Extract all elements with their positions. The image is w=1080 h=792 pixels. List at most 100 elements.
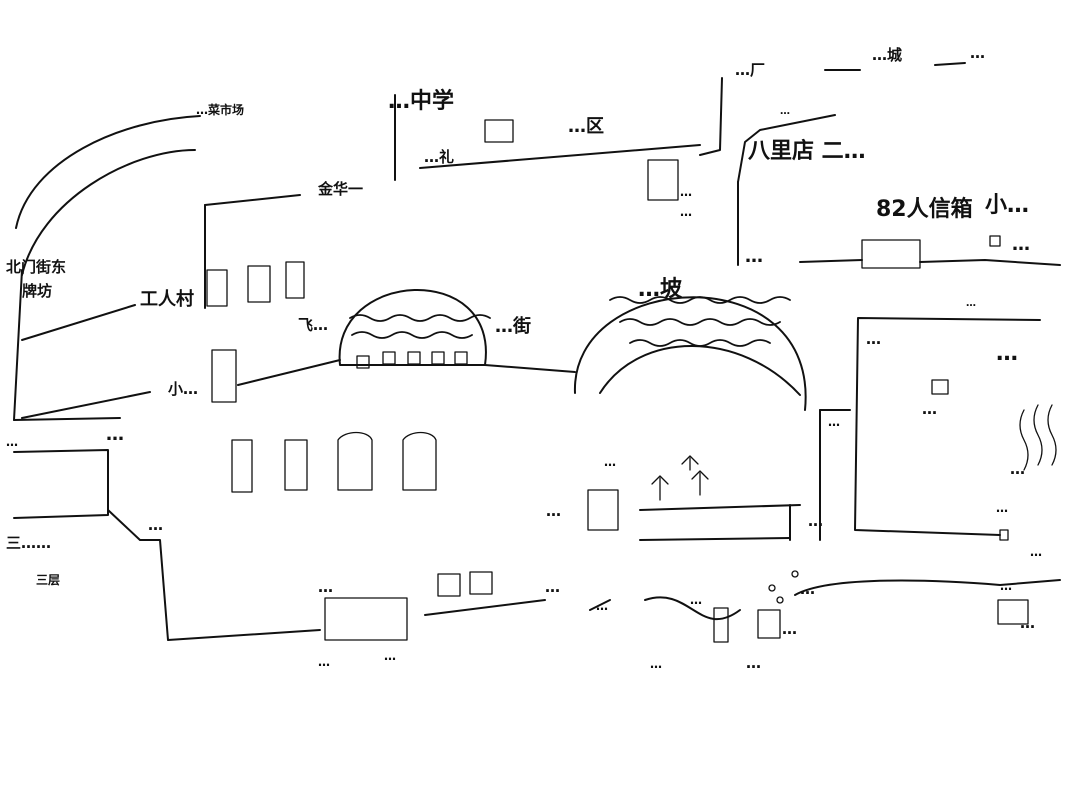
label-youhua-xiaojia: … bbox=[596, 599, 608, 613]
label-shiheyi: … bbox=[780, 106, 790, 117]
wave-ba-2 bbox=[619, 318, 781, 326]
label-kongjiu: 三层 bbox=[36, 573, 60, 587]
road-top-right-up bbox=[699, 77, 723, 156]
building-box bbox=[285, 261, 305, 299]
building-box bbox=[587, 489, 619, 531]
label-bishui-she: … bbox=[384, 649, 396, 663]
label-zhutou: … bbox=[1012, 234, 1030, 255]
building-box bbox=[647, 159, 679, 201]
road-down-left bbox=[107, 509, 321, 641]
label-xiaotiexi: 小… bbox=[985, 193, 1029, 218]
label-jinhua: 金华一 bbox=[317, 180, 363, 198]
building-box bbox=[861, 239, 921, 269]
label-18: … bbox=[106, 424, 124, 445]
building-box bbox=[999, 529, 1009, 541]
wave-ba-3 bbox=[629, 339, 771, 347]
building-box bbox=[382, 351, 396, 365]
label-xuexiao-tiyuan: … bbox=[650, 657, 662, 671]
tree-icon bbox=[681, 455, 699, 471]
road-right-h bbox=[799, 259, 863, 263]
label-ba: …坡 bbox=[638, 277, 682, 302]
label-nianjia: … bbox=[680, 205, 692, 219]
label-wutuanzi: …厂 bbox=[735, 61, 765, 79]
road-18-row bbox=[13, 417, 121, 421]
steam-icon bbox=[1019, 409, 1029, 471]
mark-dot bbox=[776, 596, 784, 604]
building-box bbox=[713, 607, 729, 643]
road-network bbox=[13, 62, 1061, 641]
label-sushui-ge: … bbox=[680, 185, 692, 199]
wave-arch-1 bbox=[349, 314, 491, 322]
road-18-block bbox=[13, 449, 109, 519]
building-box bbox=[454, 351, 468, 365]
road-to-gongren bbox=[21, 304, 136, 341]
road-top-left-arc-2 bbox=[21, 149, 196, 276]
label-yongle: … bbox=[782, 620, 797, 638]
arch-shape bbox=[338, 289, 487, 366]
ba-pond-inner bbox=[599, 345, 801, 396]
label-mawei-gong: … bbox=[604, 455, 616, 469]
road-bottom-4 bbox=[794, 579, 1061, 596]
buildings bbox=[206, 119, 1029, 643]
label-niudun: … bbox=[866, 330, 881, 348]
mark-dot bbox=[791, 570, 799, 578]
label-gongyuan: 82人信箱 bbox=[876, 196, 973, 222]
building-box bbox=[931, 379, 949, 395]
right-region bbox=[854, 317, 1041, 536]
label-donghai-cai: …菜市场 bbox=[196, 102, 244, 117]
label-yuhe-xiao: … bbox=[1020, 614, 1035, 632]
label-xiangsha: … bbox=[690, 593, 702, 607]
building-box bbox=[206, 269, 228, 307]
building-box bbox=[231, 439, 253, 493]
road-to-jinhua bbox=[21, 391, 151, 419]
label-wenhe-kou: … bbox=[996, 501, 1008, 515]
road-top-right-2 bbox=[934, 62, 966, 66]
label-dongfang-jie: … bbox=[800, 580, 815, 598]
tree-icon bbox=[651, 475, 669, 501]
label-paifang: 牌坊 bbox=[22, 282, 52, 300]
building-box bbox=[437, 573, 461, 597]
building-arch bbox=[402, 431, 437, 491]
building-box bbox=[484, 119, 514, 143]
building-box bbox=[431, 351, 445, 365]
label-shiyou-sanshi: 三…… bbox=[6, 534, 51, 552]
building-box bbox=[247, 265, 271, 303]
road-right-h2 bbox=[919, 259, 1061, 266]
mark-dot bbox=[768, 584, 776, 592]
building-box bbox=[324, 597, 408, 641]
label-huyu-yuan: … bbox=[828, 415, 840, 429]
label-shiyou-shiyuan: … bbox=[1000, 579, 1012, 593]
label-xiaowu: … bbox=[970, 44, 985, 62]
steam-icon bbox=[1047, 404, 1057, 466]
wave-arch-2 bbox=[351, 331, 473, 339]
map-labels: …菜市场 北门街东 牌坊 工人村 金华一 …中学 …礼 …区 飞… 小… …街 … bbox=[6, 44, 1042, 672]
building-arch bbox=[337, 431, 373, 491]
road-middle bbox=[237, 359, 341, 386]
label-xiaoqu: …区 bbox=[568, 116, 604, 137]
road-upper-branch-top bbox=[204, 194, 301, 206]
label-haomao: … bbox=[545, 578, 560, 596]
wave-ba-1 bbox=[609, 296, 791, 304]
steam-icon bbox=[1033, 404, 1043, 466]
label-jianyuan: … bbox=[318, 578, 333, 596]
road-bottom-2 bbox=[589, 599, 611, 611]
label-jiang-yan: … bbox=[1010, 460, 1025, 478]
road-eight-mile bbox=[737, 114, 836, 183]
label-gongren-cun: 工人村 bbox=[140, 288, 194, 310]
label-shiyou-xiaoqu: … bbox=[1030, 545, 1042, 559]
building-box bbox=[989, 235, 1001, 247]
label-jingli: …礼 bbox=[424, 148, 454, 166]
label-huchang: … bbox=[966, 298, 976, 309]
building-box bbox=[356, 355, 370, 369]
road-top-left-arc bbox=[15, 115, 201, 229]
road-bottom-1 bbox=[424, 599, 546, 616]
label-zhiwu: … bbox=[996, 341, 1018, 366]
label-chengya: … bbox=[808, 512, 823, 530]
label-jiegong: 八里店 二… bbox=[748, 139, 866, 164]
tree-icon bbox=[691, 470, 709, 496]
label-yanmen: … bbox=[746, 654, 761, 672]
ba-pond bbox=[573, 296, 807, 411]
road-lower-mid bbox=[639, 504, 801, 511]
road-lower-mid2 bbox=[639, 537, 791, 541]
